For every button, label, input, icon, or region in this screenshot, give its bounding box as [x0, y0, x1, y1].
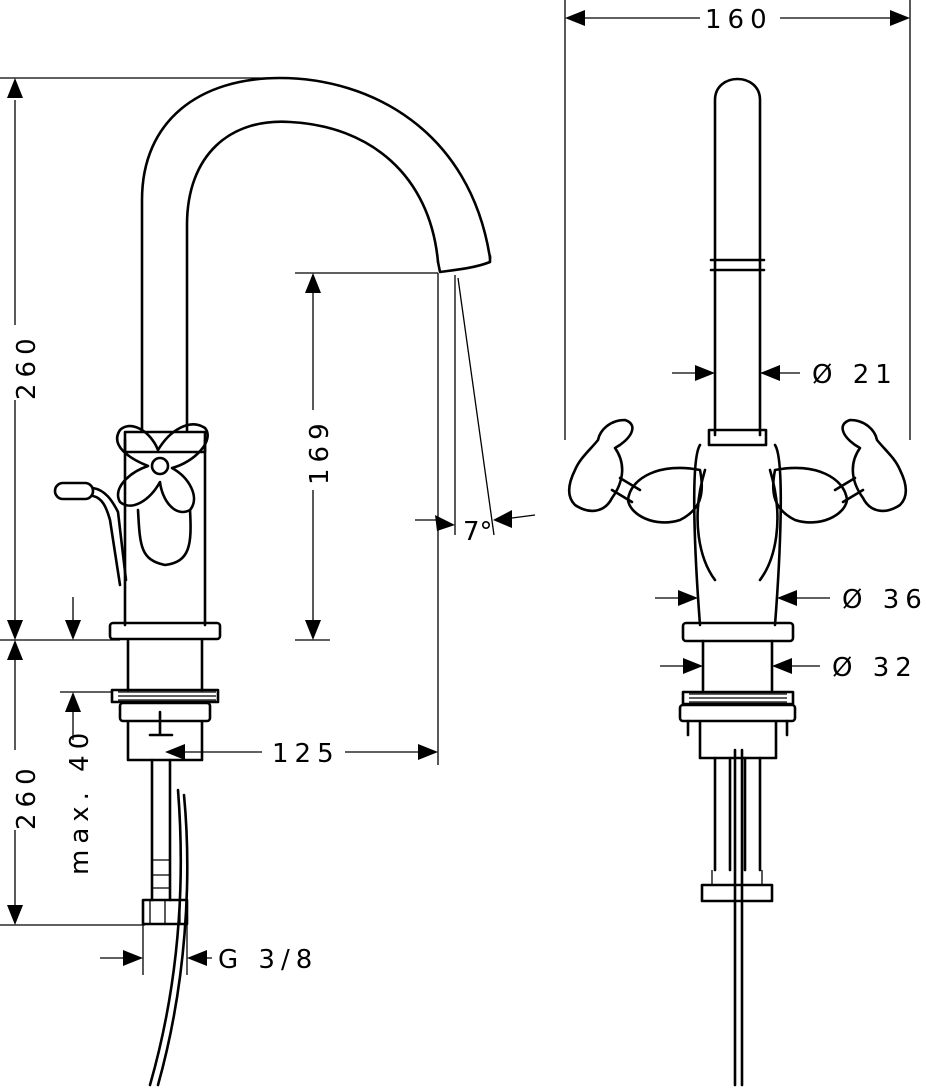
dim-dia-spout: Ø 21: [812, 360, 898, 390]
dim-height-upper: 260: [12, 332, 42, 400]
front-right-handle: [771, 418, 908, 524]
dim-spout-height: 169: [305, 417, 335, 485]
dim-thread: G 3/8: [218, 945, 318, 975]
dim-spout-angle: 7°: [463, 517, 493, 547]
spout-inner: [185, 120, 440, 432]
front-view: [567, 77, 908, 1087]
side-nut: [118, 701, 212, 723]
pop-up-lever: [53, 481, 128, 587]
front-body: [692, 443, 783, 627]
supply-pipe: [150, 758, 172, 902]
cross-handle: [116, 423, 209, 567]
front-supply-pipes: [713, 756, 762, 872]
front-base-flange: [681, 621, 795, 643]
dim-dia-shank: Ø 32: [832, 653, 918, 683]
dim-max-deck: max. 40: [65, 727, 95, 875]
dim-reach: 125: [272, 739, 340, 769]
dim-top-width: 160: [705, 5, 773, 35]
dimension-lines: 160 260 260 max. 40 169 125: [0, 0, 927, 975]
spout-tip: [436, 254, 492, 274]
front-left-handle: [567, 418, 704, 524]
side-body: [123, 438, 207, 627]
front-connector-nut: [700, 883, 774, 903]
side-base-flange: [108, 621, 222, 641]
dim-dia-body: Ø 36: [842, 585, 927, 615]
side-view: [53, 76, 492, 1087]
dim-height-lower: 260: [12, 762, 42, 830]
front-lift-rod: [733, 748, 744, 1087]
front-spout: [713, 77, 762, 437]
supply-hose: [148, 788, 189, 1087]
spout-outer: [140, 76, 492, 432]
